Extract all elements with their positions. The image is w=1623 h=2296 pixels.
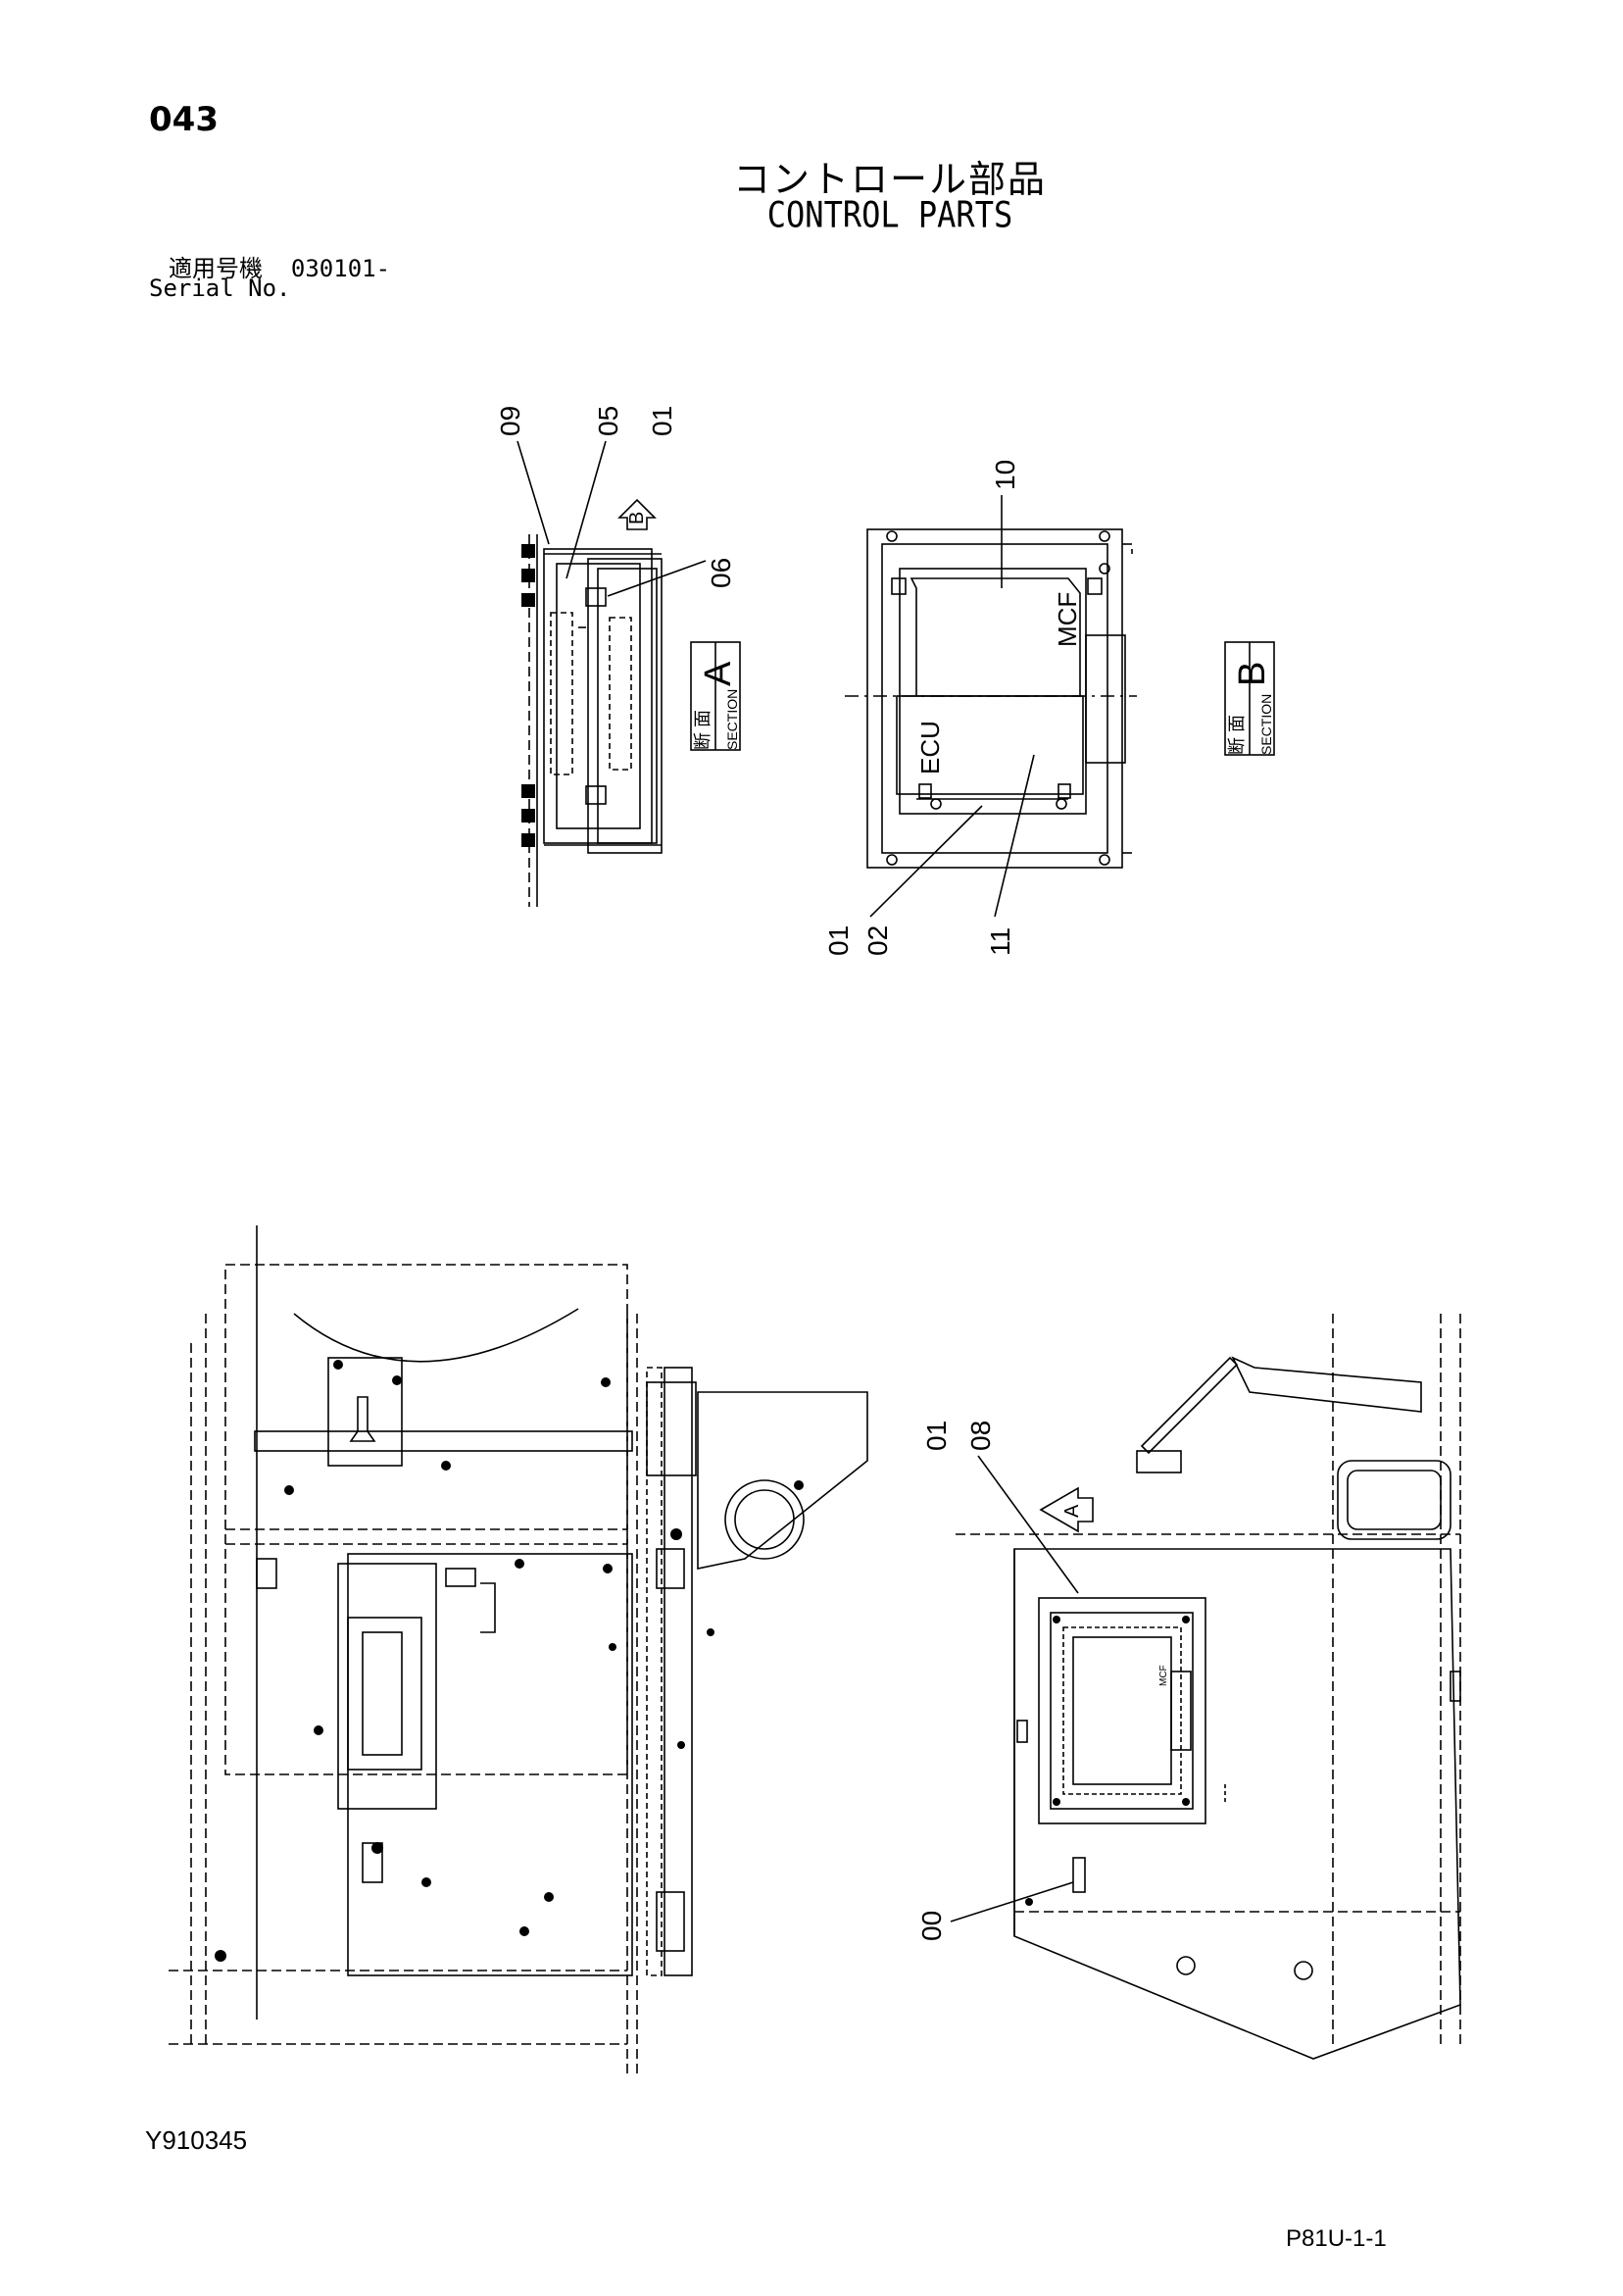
view-arrow-b-letter: B — [626, 512, 648, 524]
callout-01-b: 01 — [823, 925, 854, 956]
view-arrow-a-letter: A — [1061, 1504, 1083, 1518]
section-b-label-jp: 断 面 — [1227, 715, 1247, 755]
callout-02: 02 — [862, 925, 893, 956]
section-b-label-en: SECTION — [1258, 694, 1274, 755]
page-reference: P81U-1-1 — [1286, 2225, 1387, 2252]
serial-value: 030101- — [290, 255, 391, 282]
serial-label-english: Serial No. — [149, 275, 291, 302]
mcf-label: MCF — [1053, 592, 1082, 647]
section-a-label-jp: 断 面 — [693, 710, 713, 750]
callout-01-c: 01 — [921, 1421, 952, 1451]
small-mcf-label: MCF — [1158, 1665, 1169, 1686]
callout-01-a: 01 — [647, 406, 677, 436]
document-id: Y910345 — [145, 2125, 248, 2155]
callout-05: 05 — [593, 406, 623, 436]
page-title-japanese: コントロール部品 — [732, 158, 1047, 201]
callout-06: 06 — [706, 558, 736, 588]
page-title-english: CONTROL PARTS — [766, 193, 1013, 236]
callout-11: 11 — [985, 927, 1015, 956]
callout-10: 10 — [990, 460, 1020, 490]
section-a-label-en: SECTION — [724, 689, 740, 750]
callout-08: 08 — [965, 1421, 996, 1451]
section-b-letter: B — [1232, 662, 1273, 686]
callout-00: 00 — [916, 1911, 947, 1941]
section-a-detail — [516, 440, 741, 907]
page-number: 043 — [149, 100, 219, 139]
section-a-letter: A — [698, 661, 739, 686]
plan-view-right — [950, 1314, 1461, 2060]
section-b-detail — [845, 495, 1275, 918]
callout-09: 09 — [495, 406, 525, 436]
plan-view-left — [169, 1225, 868, 2078]
serial-label-japanese: 適用号機 — [169, 255, 263, 282]
ecu-label: ECU — [915, 721, 945, 774]
serial-number-line: 適用号機 030101- — [169, 249, 390, 283]
